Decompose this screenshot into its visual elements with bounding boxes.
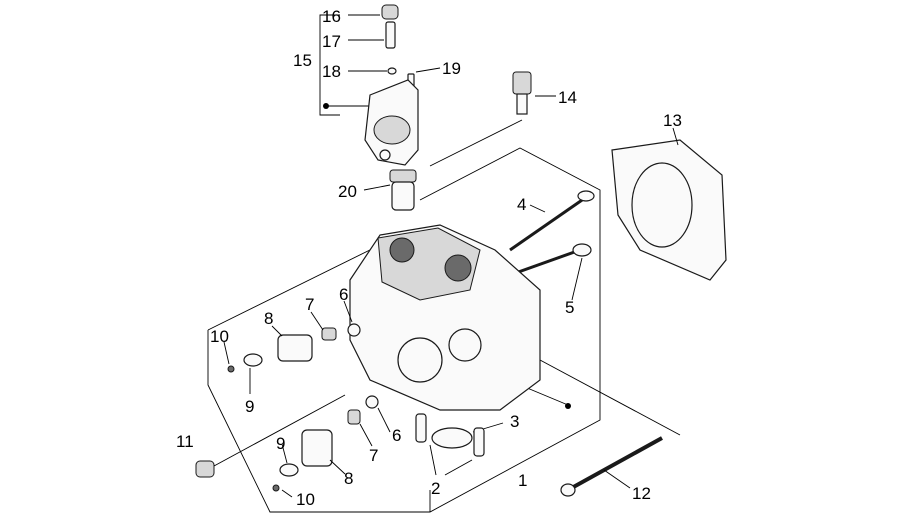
callout-1: 1 [518, 471, 527, 490]
callout-2: 2 [431, 479, 440, 498]
plug-part [195, 394, 346, 478]
callout-20: 20 [338, 182, 357, 201]
callout-14: 14 [558, 88, 577, 107]
cylinder-head-part [323, 103, 571, 411]
callout-18: 18 [322, 62, 341, 81]
valve-exhaust-part [509, 190, 595, 252]
callout-7-upper: 7 [305, 295, 314, 314]
callout-5: 5 [565, 298, 574, 317]
callout-4: 4 [517, 195, 526, 214]
callout-7-lower: 7 [369, 446, 378, 465]
bleed-screw-part [348, 21, 396, 49]
callout-labels: 16 17 15 18 19 14 13 20 4 5 6 7 8 10 9 3… [176, 7, 682, 509]
callout-16: 16 [322, 7, 341, 26]
valve-spring-set-lower [272, 395, 391, 498]
callout-15: 15 [293, 51, 312, 70]
callout-9-upper: 9 [245, 397, 254, 416]
o-ring-part [431, 422, 504, 449]
callout-9-lower: 9 [276, 434, 285, 453]
callout-10-upper: 10 [210, 327, 229, 346]
callout-8-lower: 8 [344, 469, 353, 488]
callout-19: 19 [442, 59, 461, 78]
callout-6-upper: 6 [339, 285, 348, 304]
stud-bolt-part [560, 436, 663, 497]
callout-17: 17 [322, 32, 341, 51]
callout-11: 11 [176, 432, 194, 451]
dowel-pins-part [415, 413, 485, 476]
cap-part [348, 4, 399, 20]
callout-8-upper: 8 [264, 309, 273, 328]
valve-spring-set-upper [223, 300, 361, 394]
callout-13: 13 [663, 111, 682, 130]
thermostat-housing-part [364, 79, 419, 166]
callout-12: 12 [632, 484, 651, 503]
temperature-sensor-part [512, 71, 556, 115]
head-gasket-part [611, 127, 727, 281]
thermostat-part [363, 169, 417, 211]
bracket-lines [207, 14, 681, 513]
callout-10-lower: 10 [296, 490, 315, 509]
washer-part [348, 67, 397, 75]
callout-6-lower: 6 [392, 426, 401, 445]
valve-intake-part [509, 243, 592, 301]
callout-3: 3 [510, 412, 519, 431]
